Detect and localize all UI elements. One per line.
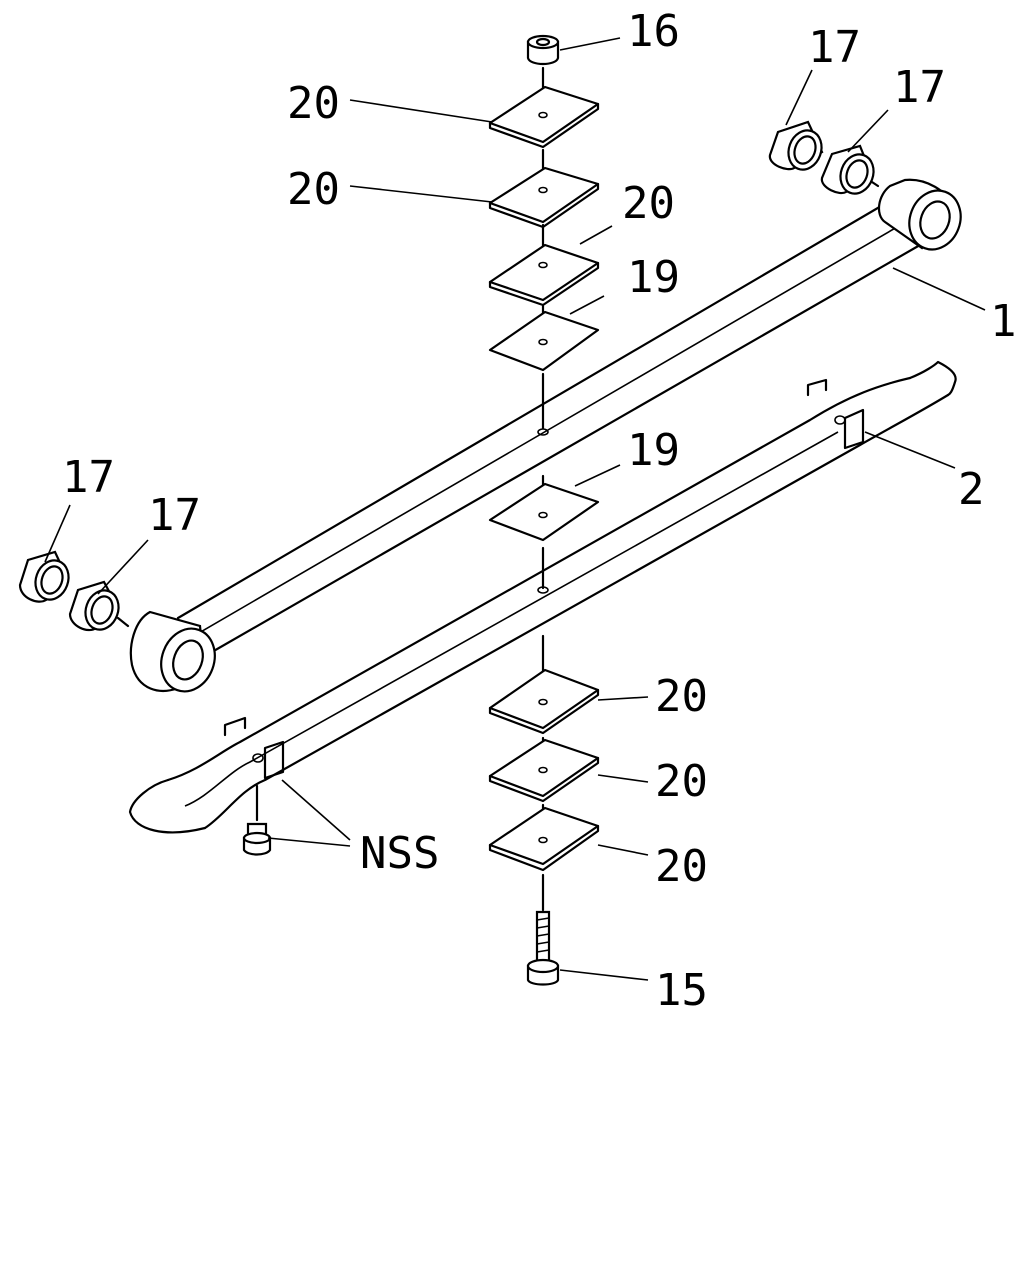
second-leaf-spring	[128, 360, 957, 834]
callout-20-top-3: 20	[622, 178, 675, 229]
callout-17-right-outer: 17	[808, 22, 861, 73]
top-spacer-plates	[488, 85, 600, 372]
callout-17-left-outer: 17	[62, 452, 115, 503]
callout-19-lower: 19	[627, 425, 680, 476]
clip-bolt-icon	[242, 784, 272, 856]
bushing-right-inner-icon	[820, 144, 875, 195]
callout-20-bottom-3: 20	[655, 841, 708, 892]
callout-17-left-inner: 17	[148, 490, 201, 541]
callout-20-bottom-2: 20	[655, 756, 708, 807]
callout-labels: 16 20 20 20 19 17 17 1 2 19 17 17 20 20 …	[62, 6, 1017, 1016]
bottom-spacer-plates	[488, 668, 600, 872]
callout-nss: NSS	[360, 828, 439, 879]
center-bolt-icon	[526, 910, 560, 986]
callout-17-right-inner: 17	[893, 62, 946, 113]
main-leaf-spring	[129, 178, 962, 693]
leader-lines	[44, 37, 986, 981]
callout-20-top-2: 20	[287, 164, 340, 215]
callout-20-bottom-1: 20	[655, 671, 708, 722]
bushing-left-inner-icon	[68, 580, 120, 632]
bushing-right-outer-icon	[768, 120, 824, 171]
nut-icon	[526, 34, 560, 66]
bushing-left-outer-icon	[18, 550, 70, 603]
callout-2: 2	[958, 464, 985, 515]
lower-pad	[488, 482, 600, 542]
callout-16: 16	[627, 6, 680, 57]
callout-15: 15	[655, 965, 708, 1016]
callout-1: 1	[990, 296, 1017, 347]
callout-19-upper: 19	[627, 252, 680, 303]
callout-20-top-1: 20	[287, 78, 340, 129]
